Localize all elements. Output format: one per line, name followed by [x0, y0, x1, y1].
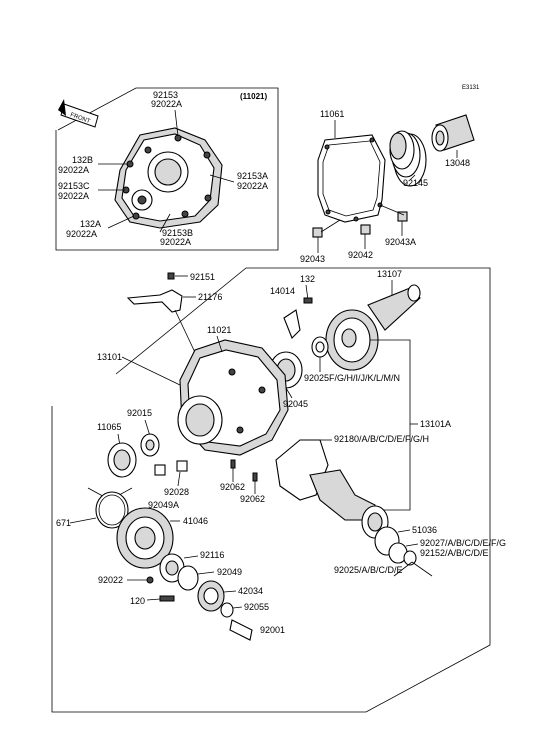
- label-92049: 92049: [217, 567, 242, 577]
- label-92022: 92022: [98, 575, 123, 585]
- label-92022a-l2: 92022A: [58, 191, 89, 201]
- label-92049a: 92049A: [148, 500, 179, 510]
- washer-92055: [220, 602, 234, 618]
- label-92022a-l3: 92022A: [66, 229, 97, 239]
- label-92153b: 92153B: [162, 228, 193, 238]
- label-120: 120: [130, 596, 145, 606]
- label-671: 671: [56, 518, 71, 528]
- label-92022a-r2: 92022A: [160, 237, 191, 247]
- label-92001: 92001: [260, 625, 285, 635]
- label-92151: 92151: [190, 272, 215, 282]
- label-21176: 21176: [198, 292, 222, 302]
- label-92045: 92045: [283, 399, 308, 409]
- label-92062-b: 92062: [240, 494, 265, 504]
- gear-case-part: [177, 339, 289, 456]
- label-13101a: 13101A: [420, 419, 451, 429]
- label-92025-top: 92025F/G/H/I/J/K/L/M/N: [304, 373, 400, 383]
- label-132: 132: [300, 274, 315, 284]
- housing-41046: [116, 507, 174, 569]
- assembly-ref-label: (11021): [240, 92, 267, 101]
- label-11021: 11021: [207, 325, 231, 335]
- label-132a: 132A: [80, 219, 101, 229]
- sleeve-part: [431, 114, 475, 152]
- label-92180: 92180/A/B/C/D/E/F/G/H: [334, 434, 429, 444]
- label-92027: 92027/A/B/C/D/E/F/G: [420, 538, 506, 548]
- bracket-group: 132 14014: [270, 274, 315, 339]
- label-41046: 41046: [183, 516, 208, 526]
- label-92028: 92028: [164, 487, 189, 497]
- cover-part: [114, 127, 223, 229]
- label-92153: 92153: [153, 90, 178, 100]
- sensor-part: [126, 289, 183, 313]
- label-51036: 51036: [412, 525, 437, 535]
- label-92043: 92043: [300, 254, 325, 264]
- front-arrow-icon: FRONT: [58, 99, 99, 128]
- cover-inset: (11021) FRONT: [55, 87, 279, 251]
- label-13048: 13048: [445, 158, 470, 168]
- label-92043a: 92043A: [385, 237, 416, 247]
- bellows-part: [389, 130, 427, 187]
- label-11061: 11061: [320, 109, 344, 119]
- dowel-92042: [360, 224, 371, 235]
- pinion-shaft-part: 13107: [367, 269, 421, 331]
- label-92152: 92152/A/B/C/D/E: [420, 548, 489, 558]
- label-92153c: 92153C: [58, 181, 90, 191]
- label-13107: 13107: [377, 269, 402, 279]
- dowel-92043: [312, 227, 323, 238]
- label-92153a: 92153A: [237, 171, 268, 181]
- shim-92152: [403, 550, 417, 566]
- label-92015: 92015: [127, 408, 152, 418]
- label-92055: 92055: [244, 602, 269, 612]
- oring-671: [95, 491, 129, 529]
- label-92062-a: 92062: [220, 482, 245, 492]
- ref-code: E3131: [462, 85, 480, 91]
- oring-92049: [177, 565, 199, 591]
- ring-gear-part: [325, 309, 379, 371]
- gasket-group: 11061 92145 13048 92043: [300, 109, 475, 264]
- bolt-92001: [229, 619, 253, 641]
- label-92145: 92145: [403, 178, 428, 188]
- label-92025-bot: 92025/A/B/C/D/E: [334, 565, 403, 575]
- main-frame: [51, 267, 491, 713]
- label-42034: 42034: [238, 586, 263, 596]
- bevel-pinion-part: [309, 469, 389, 539]
- label-92022a-r1: 92022A: [237, 181, 268, 191]
- label-13101: 13101: [97, 352, 122, 362]
- label-132b: 132B: [72, 155, 93, 165]
- label-92022a-top: 92022A: [151, 99, 182, 109]
- label-11065: 11065: [97, 422, 121, 432]
- dowel-92043a: [397, 211, 408, 222]
- label-14014: 14014: [270, 286, 295, 296]
- label-92022a-l1: 92022A: [58, 165, 89, 175]
- label-92116: 92116: [200, 550, 224, 560]
- label-92042: 92042: [348, 250, 373, 260]
